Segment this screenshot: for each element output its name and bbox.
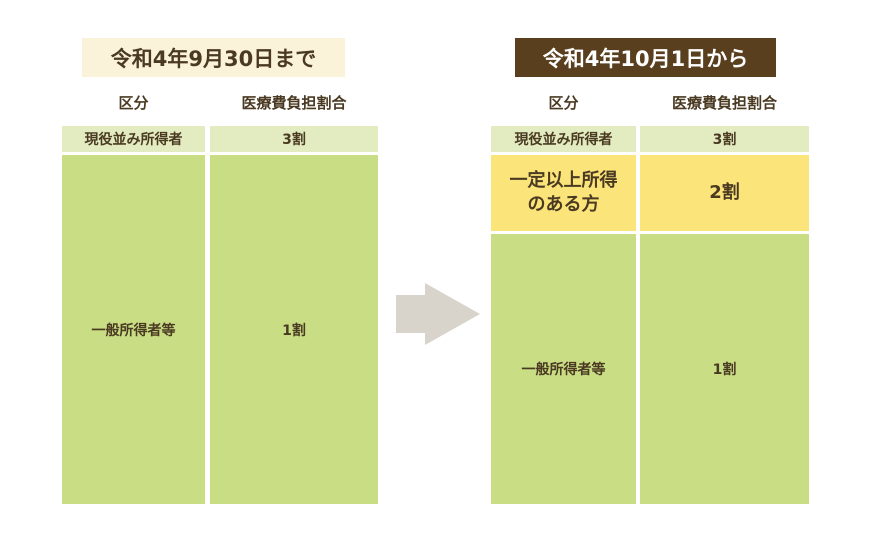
before-row-high-income-category: 現役並み所得者 xyxy=(62,126,205,152)
before-row-high-income-ratio: 3割 xyxy=(210,126,378,152)
after-header-ratio: 医療費負担割合 xyxy=(671,93,777,112)
after-row-general-ratio: 1割 xyxy=(640,234,809,504)
after-row-high-income-category: 現役並み所得者 xyxy=(491,126,636,152)
right-arrow-icon xyxy=(396,283,480,345)
after-row-general-category: 一般所得者等 xyxy=(491,234,636,504)
before-row-general-category: 一般所得者等 xyxy=(62,155,205,504)
title-before: 令和4年9月30日まで xyxy=(82,38,345,77)
title-after: 令和4年10月1日から xyxy=(515,38,776,77)
after-row-high-income-ratio: 3割 xyxy=(640,126,809,152)
before-header-category: 区分 xyxy=(118,93,149,112)
certain-income-line1: 一定以上所得 xyxy=(509,170,618,191)
after-header-category: 区分 xyxy=(548,93,579,112)
after-row-certain-income-category: 一定以上所得 のある方 xyxy=(491,155,636,231)
before-row-general-ratio: 1割 xyxy=(210,155,378,504)
after-row-certain-income-ratio: 2割 xyxy=(640,155,809,231)
before-header-ratio: 医療費負担割合 xyxy=(241,93,347,112)
certain-income-line2: のある方 xyxy=(527,194,600,215)
